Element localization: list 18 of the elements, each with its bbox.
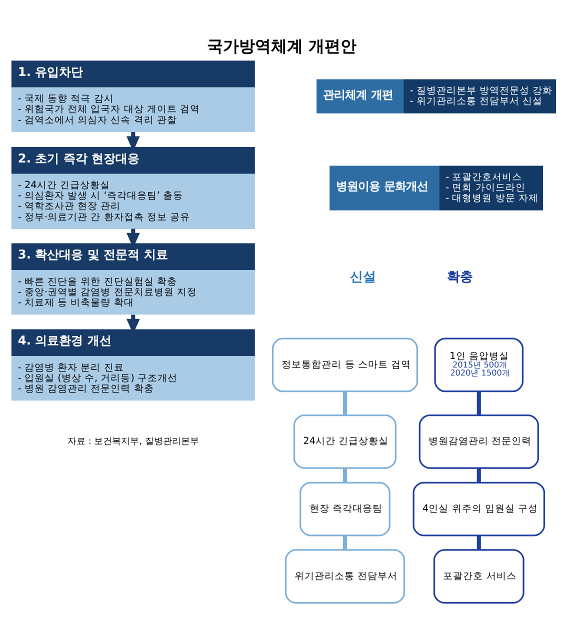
node-box: 현장 즉각대응팀 xyxy=(300,481,390,536)
node-box: 위기관리소통 전담부서 xyxy=(284,548,406,604)
node-box: 병원감염관리 전문인력 xyxy=(418,414,539,468)
connector xyxy=(476,534,481,550)
caption: 자료 : 보건복지부, 질병관리본부 xyxy=(67,436,199,446)
connector xyxy=(342,534,347,550)
connector xyxy=(342,468,347,482)
diagram-title: 국가방역체계 개편안 xyxy=(206,36,356,56)
label: 확충 xyxy=(447,270,474,285)
node-box: 1인 음압병실 2015년 500개 2020년 1500개 xyxy=(434,337,524,392)
connector xyxy=(342,390,347,415)
node-box: 4인실 위주의 입원실 구성 xyxy=(412,481,546,536)
connector xyxy=(476,390,481,415)
node-box: 포괄간호 서비스 xyxy=(433,548,524,604)
node-box: 정보통합관리 등 스마트 검역 xyxy=(272,337,418,392)
node-box: 24시간 긴급상황실 xyxy=(293,414,397,468)
connector xyxy=(476,468,481,482)
label: 신설 xyxy=(350,270,376,285)
